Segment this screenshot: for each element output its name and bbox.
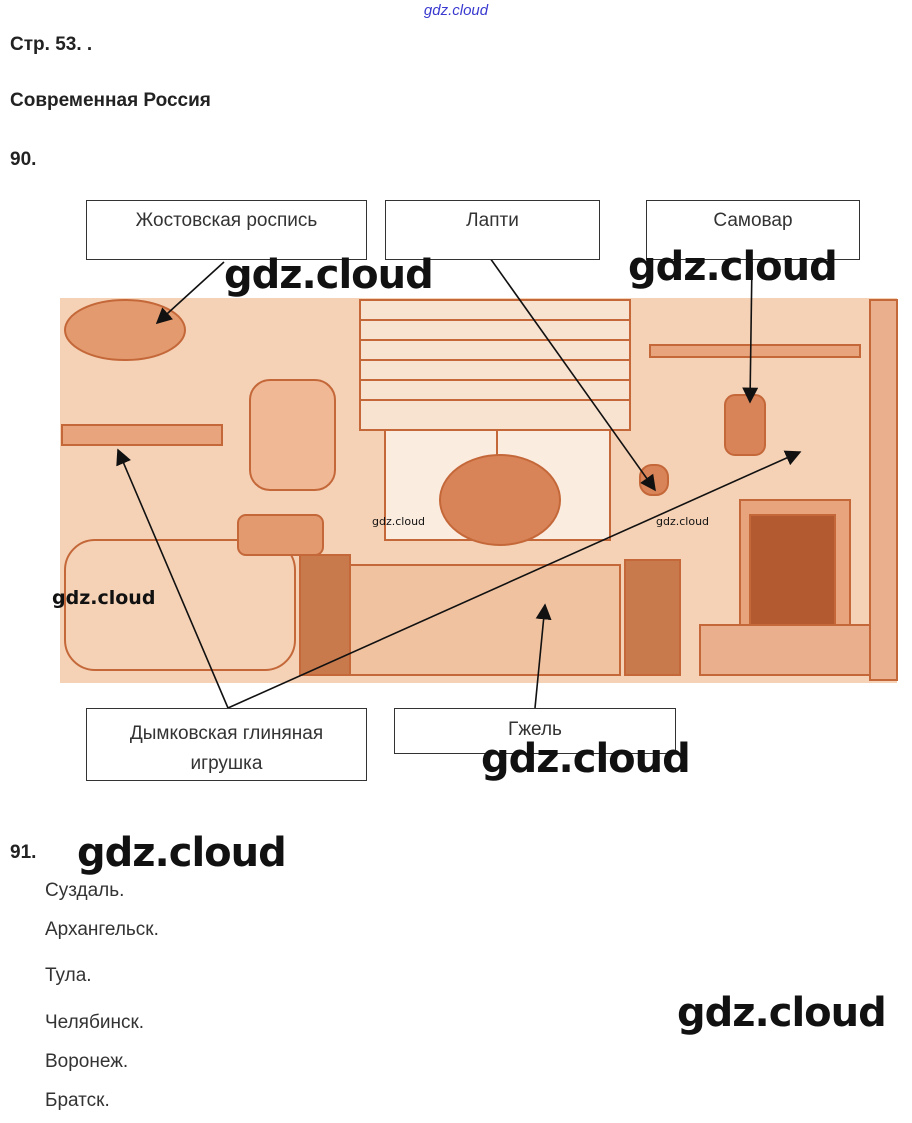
page-label: Стр. 53. . — [10, 34, 93, 55]
watermark: gdz.cloud — [656, 515, 710, 528]
section-title: Современная Россия — [10, 90, 211, 111]
label-dymkovo-line1: Дымковская глиняная — [129, 723, 324, 744]
label-dymkovo: Дымковская глиняная игрушка — [86, 708, 367, 781]
watermark: gdz.cloud — [372, 515, 426, 528]
city-item: Архангельск. — [45, 919, 159, 940]
task-90-number: 90. — [10, 149, 37, 170]
label-zhostovo: Жостовская роспись — [86, 200, 367, 260]
task-91-number: 91. — [10, 842, 37, 863]
top-watermark: gdz.cloud — [423, 2, 489, 19]
label-gzhel: Гжель — [394, 708, 676, 754]
illustration-drawing — [61, 299, 898, 681]
city-item: Братск. — [45, 1090, 110, 1111]
city-item: Тула. — [45, 965, 92, 986]
city-item: Челябинск. — [45, 1012, 145, 1033]
city-item: Воронеж. — [45, 1051, 129, 1072]
watermark: gdz.cloud — [628, 244, 838, 290]
watermark: gdz.cloud — [224, 252, 434, 298]
label-samovar: Самовар — [646, 200, 860, 260]
city-item: Суздаль. — [45, 880, 125, 901]
label-lapti: Лапти — [385, 200, 600, 260]
pointer-arrows — [116, 257, 802, 709]
label-dymkovo-line2: игрушка — [190, 753, 263, 774]
watermark: gdz.cloud — [481, 736, 691, 782]
watermark: gdz.cloud — [52, 587, 156, 609]
watermark: gdz.cloud — [677, 990, 887, 1036]
watermark: gdz.cloud — [77, 830, 287, 876]
